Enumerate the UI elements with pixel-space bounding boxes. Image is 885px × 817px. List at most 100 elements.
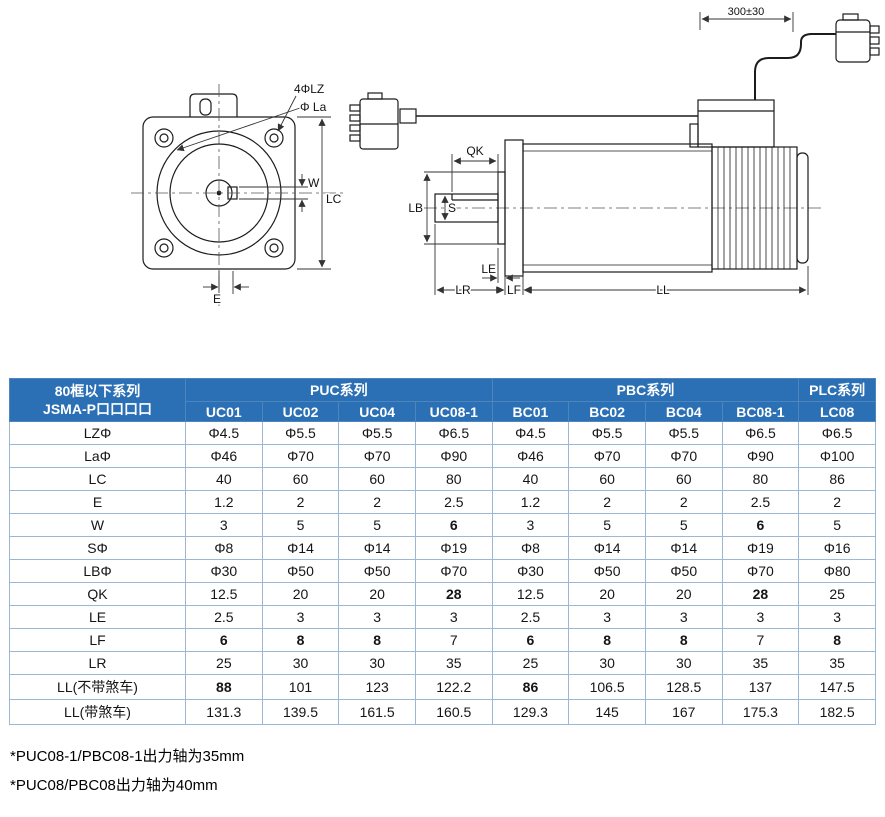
param-name: E bbox=[9, 490, 186, 514]
spec-value: 123 bbox=[338, 674, 416, 700]
param-name: LL(带煞车) bbox=[9, 699, 186, 725]
spec-value: 8 bbox=[568, 628, 646, 652]
spec-value: 139.5 bbox=[261, 699, 340, 725]
model-header: BC02 bbox=[568, 401, 646, 422]
spec-value: 86 bbox=[798, 467, 876, 491]
param-name: LF bbox=[9, 628, 186, 652]
spec-value: 3 bbox=[261, 605, 340, 629]
series-group-header: PBC系列 bbox=[491, 378, 800, 402]
spec-value: 129.3 bbox=[491, 699, 570, 725]
spec-value: 3 bbox=[721, 605, 800, 629]
spec-value: Φ6.5 bbox=[721, 421, 800, 445]
series-group-header: PUC系列 bbox=[185, 378, 493, 402]
cooling-fins bbox=[717, 147, 791, 269]
side-view-drawing bbox=[349, 13, 880, 277]
spec-value: 12.5 bbox=[185, 582, 263, 606]
spec-value: 7 bbox=[721, 628, 800, 652]
spec-value: 80 bbox=[414, 467, 493, 491]
dim-s-label: S bbox=[448, 201, 456, 215]
spec-value: 5 bbox=[261, 513, 340, 537]
dim-lc-label: LC bbox=[326, 192, 342, 206]
param-name: LaΦ bbox=[9, 444, 186, 468]
spec-value: 175.3 bbox=[721, 699, 800, 725]
spec-value: 3 bbox=[798, 605, 876, 629]
spec-value: 2 bbox=[261, 490, 340, 514]
spec-value: 106.5 bbox=[568, 674, 646, 700]
spec-value: Φ70 bbox=[721, 559, 800, 583]
spec-value: 122.2 bbox=[414, 674, 493, 700]
spec-value: 6 bbox=[491, 628, 570, 652]
spec-value: 35 bbox=[414, 651, 493, 675]
spec-value: Φ5.5 bbox=[568, 421, 646, 445]
spec-value: Φ8 bbox=[185, 536, 263, 560]
spec-value: 8 bbox=[644, 628, 723, 652]
spec-value: 25 bbox=[491, 651, 570, 675]
footnote-1: *PUC08-1/PBC08-1出力轴为35mm bbox=[10, 748, 245, 765]
spec-value: 20 bbox=[261, 582, 340, 606]
model-header: BC01 bbox=[491, 401, 570, 422]
spec-value: 7 bbox=[414, 628, 493, 652]
power-connector bbox=[349, 92, 399, 150]
spec-value: 30 bbox=[644, 651, 723, 675]
spec-value: 30 bbox=[338, 651, 416, 675]
spec-value: 137 bbox=[721, 674, 800, 700]
spec-value: Φ5.5 bbox=[338, 421, 416, 445]
spec-value: Φ19 bbox=[414, 536, 493, 560]
spec-value: 35 bbox=[721, 651, 800, 675]
spec-value: 182.5 bbox=[798, 699, 876, 725]
spec-value: 3 bbox=[414, 605, 493, 629]
spec-value: 86 bbox=[491, 674, 570, 700]
spec-value: 1.2 bbox=[185, 490, 263, 514]
model-header: UC08-1 bbox=[414, 401, 493, 422]
spec-value: Φ70 bbox=[261, 444, 340, 468]
spec-value: Φ46 bbox=[185, 444, 263, 468]
spec-value: 128.5 bbox=[644, 674, 723, 700]
dim-le-label: LE bbox=[481, 262, 496, 276]
spec-value: 2 bbox=[798, 490, 876, 514]
spec-value: 3 bbox=[338, 605, 416, 629]
spec-value: Φ6.5 bbox=[798, 421, 876, 445]
encoder-connector bbox=[835, 13, 880, 63]
spec-value: 20 bbox=[644, 582, 723, 606]
front-dimensions bbox=[176, 95, 331, 294]
spec-value: 3 bbox=[185, 513, 263, 537]
spec-value: Φ30 bbox=[185, 559, 263, 583]
spec-value: Φ14 bbox=[338, 536, 416, 560]
param-name: LL(不带煞车) bbox=[9, 674, 186, 700]
spec-value: 35 bbox=[798, 651, 876, 675]
spec-value: 1.2 bbox=[491, 490, 570, 514]
spec-value: 2.5 bbox=[185, 605, 263, 629]
spec-value: 131.3 bbox=[185, 699, 263, 725]
side-dimensions bbox=[423, 12, 809, 295]
spec-value: 12.5 bbox=[491, 582, 570, 606]
spec-value: 30 bbox=[261, 651, 340, 675]
spec-value: Φ50 bbox=[261, 559, 340, 583]
spec-value: 8 bbox=[798, 628, 876, 652]
spec-value: Φ6.5 bbox=[414, 421, 493, 445]
param-name: LR bbox=[9, 651, 186, 675]
spec-value: 101 bbox=[261, 674, 340, 700]
param-name: LZΦ bbox=[9, 421, 186, 445]
encoder-cable bbox=[754, 33, 836, 100]
hanger-slot bbox=[199, 98, 212, 116]
spec-value: Φ70 bbox=[644, 444, 723, 468]
model-header: BC08-1 bbox=[721, 401, 800, 422]
technical-drawing-svg: 4ΦLZ Φ La W LC E bbox=[131, 5, 880, 308]
spec-value: Φ5.5 bbox=[261, 421, 340, 445]
connector-housing bbox=[689, 99, 775, 148]
spec-value: 6 bbox=[414, 513, 493, 537]
spec-value: Φ100 bbox=[798, 444, 876, 468]
spec-value: Φ70 bbox=[338, 444, 416, 468]
